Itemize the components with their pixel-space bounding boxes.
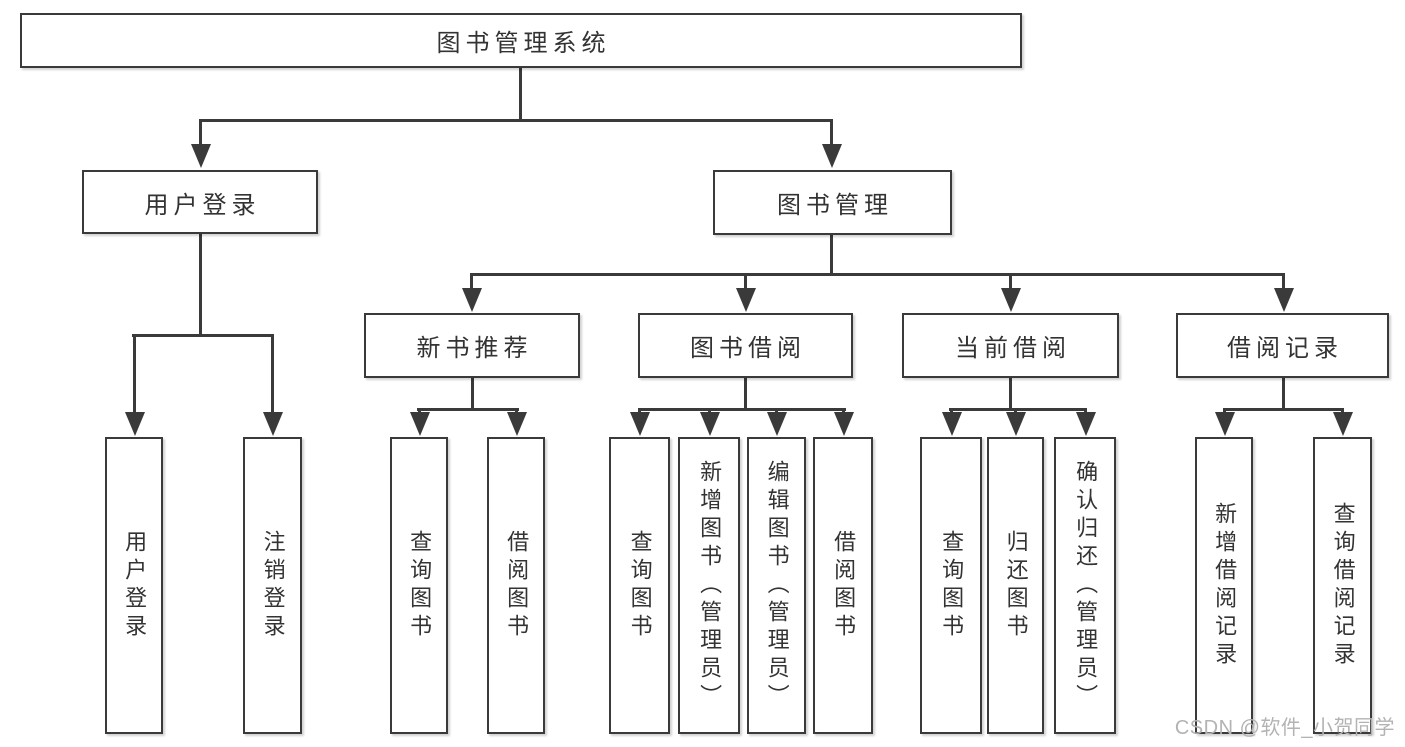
arrow-to-leaf-borrow-book-1-icon: [515, 408, 518, 412]
leaf-query-borrow-record: 查询借阅记录: [1313, 437, 1372, 734]
leaf-borrow-book: 借阅图书: [813, 437, 873, 734]
node-label: 借阅图书: [831, 529, 857, 642]
leaf-confirm-return-admin: 确认归还（管理员）: [1054, 437, 1116, 734]
connector-user-login-stem: [199, 232, 202, 336]
node-label: 新书推荐: [416, 335, 533, 362]
leaf-borrow-book-newrec: 借阅图书: [487, 437, 545, 734]
arrow-to-leaf-edit-book-icon: [775, 408, 778, 412]
leaf-query-book-borrow: 查询图书: [609, 437, 670, 734]
node-label: 图书借阅: [690, 335, 806, 362]
connector-book-borrow-stem: [744, 377, 747, 410]
arrow-to-leaf-query-book-1-icon: [418, 408, 421, 412]
node-label: 查询借阅记录: [1330, 501, 1356, 670]
arrow-to-leaf-borrow-book-2-icon: [842, 408, 845, 412]
node-label: 查询图书: [939, 529, 965, 642]
node-label: 确认归还（管理员）: [1073, 459, 1099, 712]
arrow-to-leaf-confirm-return-icon: [1084, 408, 1087, 412]
node-label: 图书管理系统: [436, 30, 611, 57]
node-label: 当前借阅: [955, 335, 1071, 362]
node-system-root: 图书管理系统: [20, 13, 1022, 68]
connector-book-management-stem: [830, 234, 833, 276]
arrow-to-leaf-query-book-2-icon: [638, 408, 641, 412]
leaf-user-login: 用户登录: [105, 437, 163, 734]
node-new-book-recommend: 新书推荐: [364, 313, 580, 378]
arrow-to-leaf-user-login-icon: [133, 334, 136, 412]
node-label: 查询图书: [627, 529, 653, 642]
arrow-to-current-borrow-icon: [1009, 273, 1012, 288]
leaf-query-book-current: 查询图书: [920, 437, 982, 734]
leaf-edit-book-admin: 编辑图书（管理员）: [747, 437, 806, 734]
node-label: 借阅图书: [504, 529, 530, 642]
leaf-add-borrow-record: 新增借阅记录: [1195, 437, 1253, 734]
connector-root-rail: [199, 119, 833, 122]
connector-book-management-rail: [470, 273, 1284, 276]
leaf-logout: 注销登录: [243, 437, 302, 734]
node-label: 查询图书: [407, 529, 433, 642]
node-label: 新增借阅记录: [1212, 501, 1238, 670]
node-label: 用户登录: [144, 191, 261, 219]
leaf-query-book-newrec: 查询图书: [390, 437, 448, 734]
arrow-to-leaf-add-record-icon: [1223, 408, 1226, 412]
node-label: 用户登录: [122, 529, 148, 642]
connector-user-login-rail: [132, 334, 274, 337]
node-user-login: 用户登录: [82, 170, 318, 234]
arrow-to-leaf-query-record-icon: [1341, 408, 1344, 412]
node-current-borrow: 当前借阅: [902, 313, 1119, 378]
node-book-management: 图书管理: [713, 170, 952, 235]
connector-book-borrow-rail: [638, 408, 846, 411]
connector-borrow-records-rail: [1223, 408, 1344, 411]
arrow-to-leaf-return-book-icon: [1014, 408, 1017, 412]
node-book-borrow: 图书借阅: [638, 313, 853, 378]
csdn-watermark: CSDN @软件_小贺同学: [1174, 717, 1395, 739]
arrow-to-borrow-records-icon: [1282, 273, 1285, 288]
node-label: 图书管理: [777, 192, 893, 219]
arrow-to-leaf-query-book-3-icon: [950, 408, 953, 412]
leaf-return-book: 归还图书: [987, 437, 1044, 734]
connector-new-book-recommend-rail: [417, 408, 519, 411]
arrow-to-user-login-icon: [199, 119, 202, 144]
arrow-to-new-book-recommend-icon: [470, 273, 473, 288]
node-label: 注销登录: [260, 529, 286, 642]
connector-current-borrow-stem: [1009, 377, 1012, 410]
connector-new-book-recommend-stem: [471, 377, 474, 410]
node-label: 编辑图书（管理员）: [764, 459, 790, 712]
connector-root-stem: [519, 68, 522, 121]
node-borrow-records: 借阅记录: [1176, 313, 1389, 378]
arrow-to-leaf-add-book-icon: [708, 408, 711, 412]
arrow-to-book-borrow-icon: [744, 273, 747, 288]
arrow-to-leaf-logout-icon: [271, 334, 274, 412]
node-label: 新增图书（管理员）: [697, 459, 723, 712]
node-label: 归还图书: [1003, 529, 1029, 642]
leaf-add-book-admin: 新增图书（管理员）: [678, 437, 740, 734]
arrow-to-book-management-icon: [830, 119, 833, 144]
connector-borrow-records-stem: [1282, 377, 1285, 410]
connector-current-borrow-rail: [949, 408, 1087, 411]
node-label: 借阅记录: [1227, 335, 1343, 362]
